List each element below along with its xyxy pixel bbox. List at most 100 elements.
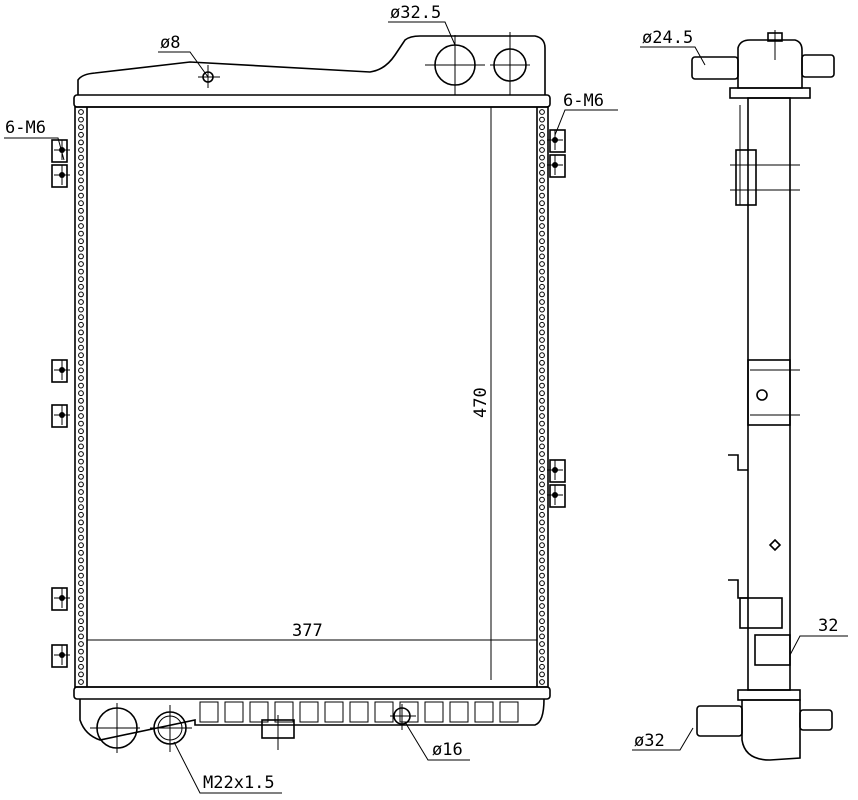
seam-dot [539,671,545,678]
seam-dot [539,443,545,450]
mount-bracket [51,587,68,611]
seam-dot [78,504,84,511]
seam-dot [78,625,84,632]
seam-dot [78,367,84,374]
side-top-pipe [801,54,835,78]
bottom-tank-ribs [199,701,519,723]
side-core [747,97,791,691]
seam-dot [539,557,545,564]
mount-bracket [51,644,68,668]
seam-dot [539,200,545,207]
tank-rib [399,701,419,723]
seam-dot [78,496,84,503]
seam-dot [539,428,545,435]
seam-dot [78,382,84,389]
seam-dot [539,633,545,640]
mount-bracket [51,139,68,163]
seam-dot [539,375,545,381]
seam-dot [78,329,84,336]
seam-dot [539,291,545,298]
seam-dot [539,192,545,199]
seam-dot [78,663,84,670]
seam-dot [78,603,84,609]
seam-dot [78,641,84,647]
seam-dot [539,185,545,191]
right-mounts-label: 6-M6 [563,91,604,111]
seam-dot [78,511,84,518]
seam-dot [539,679,545,685]
seam-dot [78,352,84,359]
seam-dot [78,185,84,191]
seam-dot [78,306,84,313]
core-width-label: 377 [292,621,323,641]
outlet-diameter-label: ø16 [432,740,463,760]
mount-bracket [549,484,566,508]
mount-bracket [51,359,68,383]
seam-dot [78,109,84,115]
seam-dot [539,656,545,663]
tank-rib [274,701,294,723]
side-dimension-label: 32 [818,616,838,636]
tank-rib [449,701,469,723]
seam-dot [539,420,545,427]
seam-dot [78,344,84,351]
seam-dot [539,245,545,252]
seam-dot [539,451,545,457]
seam-dot [78,276,84,283]
seam-dot [78,215,84,222]
seam-dot [78,587,84,594]
seam-dot [539,572,545,579]
seam-dot [539,109,545,115]
seam-dot [78,671,84,678]
seam-dot [539,603,545,609]
seam-dot [539,466,545,473]
seam-dot [78,557,84,564]
mount-bracket [51,404,68,428]
seam-dot [539,625,545,632]
seam-dot [78,565,84,571]
seam-dot [78,169,84,176]
seam-dot [78,177,84,184]
seam-dot [539,124,545,131]
seam-dot [539,595,545,602]
seam-dot [539,542,545,549]
side-inlet-label: ø24.5 [642,28,693,48]
seam-dot [78,679,84,685]
top-tank [77,35,546,95]
seam-dot [539,397,545,404]
seam-dot [539,207,545,214]
seam-dot [539,131,545,138]
seam-dot [539,367,545,374]
seam-dot [78,481,84,488]
seam-dot [539,527,545,533]
drain-thread-label: M22x1.5 [203,773,275,793]
seam-dot [78,200,84,207]
mounting-brackets [51,129,566,668]
seam-dot [78,527,84,533]
seam-dot [78,223,84,229]
seam-dot [539,504,545,511]
seam-dot [78,124,84,131]
seam-dot [78,618,84,625]
seam-dot [78,413,84,419]
seam-dot [78,321,84,328]
seam-dot [539,382,545,389]
seam-dot [539,139,545,146]
seam-dot [539,435,545,442]
seam-dot [539,276,545,283]
bottom-header [73,686,551,700]
side-outlet-pipe [696,705,743,737]
seam-dot [78,542,84,549]
bottom-tank [79,698,545,741]
tank-rib [424,701,444,723]
seam-dot [539,413,545,419]
seam-dot [539,154,545,161]
seam-dot [78,473,84,480]
seam-dot [78,610,84,617]
seam-dot [78,131,84,138]
seam-dot [78,314,84,321]
side-top-tank [737,39,803,89]
seam-dot [539,352,545,359]
seam-dot [78,648,84,655]
seam-dot [78,397,84,404]
